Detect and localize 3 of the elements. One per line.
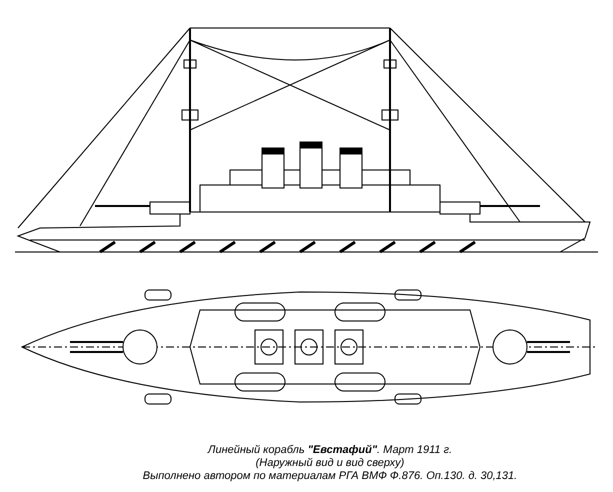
source-note: Выполнено автором по материалам РГА ВМФ Ф.876. Оп.130. д. 30,131. xyxy=(142,470,518,483)
subtitle-note: (Наружный вид и вид сверху) xyxy=(254,457,406,470)
drawing-caption: Линейный корабль "Евстафий". Март 1911 г. xyxy=(206,444,454,457)
